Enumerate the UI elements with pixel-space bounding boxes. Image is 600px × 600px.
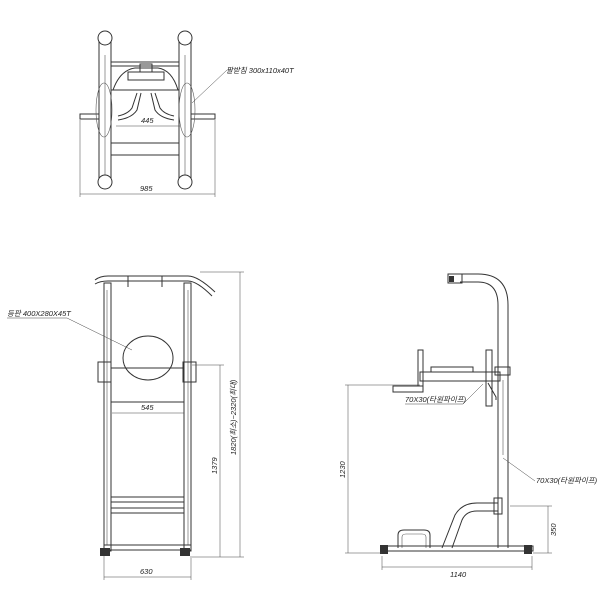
- left-armrest-pad: [95, 82, 113, 138]
- dim-630: 630: [140, 567, 153, 576]
- right-grip: [154, 92, 175, 117]
- top-hook: [447, 273, 463, 284]
- drawing-line: [451, 510, 498, 549]
- armrest-label: 팔받침 300x110x40T: [226, 66, 295, 75]
- step: [110, 142, 180, 156]
- right-foot: [180, 548, 190, 556]
- drawing-line: [493, 497, 503, 515]
- side-view: 1230 1140 350 70X30(타원파이프) 70X30(타원파이프): [338, 273, 598, 579]
- drawing-line: [150, 92, 175, 121]
- left-handle: [79, 113, 100, 120]
- drawing-line: [401, 533, 427, 548]
- front-view: 545 630 1379 1820(최소)~2320(최대) 등판 400X28…: [7, 271, 244, 580]
- floor-handle: [397, 529, 431, 548]
- upper-pipe-label: 70X30(타원파이프): [405, 395, 467, 404]
- drawing-line: [94, 280, 213, 297]
- top-view: 445 985 팔받침 300x110x40T: [79, 30, 295, 197]
- top-right-cap: [177, 30, 193, 46]
- lower-pipe-label: 70X30(타원파이프): [536, 476, 598, 485]
- drawing-line: [487, 382, 497, 400]
- drawing-line: [417, 349, 424, 387]
- lower-brace: [441, 502, 498, 549]
- left-foot: [100, 548, 110, 556]
- drawing-line: [392, 385, 424, 393]
- right-upright: [183, 282, 192, 552]
- dim-445: 445: [141, 116, 154, 125]
- dim-1230: 1230: [338, 460, 347, 478]
- drawing-line: [449, 276, 454, 282]
- back-pad: [122, 335, 174, 381]
- drawing-line: [494, 366, 511, 376]
- bottom-left-cap: [97, 174, 113, 190]
- dim-985: 985: [140, 184, 153, 193]
- drawing-line: [103, 544, 192, 551]
- top-left-cap: [97, 30, 113, 46]
- dim-1820-2320: 1820(최소)~2320(최대): [229, 379, 238, 455]
- dim-350: 350: [549, 523, 558, 536]
- backpad-label: 등판 400X280X45T: [7, 309, 72, 318]
- base-bar: [382, 545, 534, 552]
- left-upright: [103, 282, 112, 552]
- drawing-line: [139, 63, 153, 73]
- pullup-bar-curve: [112, 67, 179, 91]
- left-grip: [117, 92, 138, 117]
- back-pad-side: [485, 349, 493, 407]
- drawing-line: [117, 92, 142, 121]
- right-armrest-pad: [178, 82, 196, 138]
- right-armrest: [182, 361, 197, 383]
- backrest-top: [127, 71, 165, 81]
- backpad-leader: [66, 317, 133, 351]
- armrest-pad: [430, 366, 474, 373]
- dim-1140: 1140: [450, 570, 467, 579]
- step-lower: [110, 507, 185, 514]
- armrest-arm: [419, 371, 501, 382]
- step-upper: [110, 496, 185, 503]
- upright-arch-outer: [460, 273, 509, 548]
- pullup-bar: [94, 275, 216, 293]
- dim-1379: 1379: [210, 456, 219, 474]
- lower-pipe-leader: [502, 457, 536, 482]
- left-armrest: [97, 361, 112, 383]
- upright-arch-inner: [460, 281, 499, 548]
- base-foot-left: [380, 545, 388, 554]
- bottom-right-cap: [177, 174, 193, 190]
- dim-545: 545: [141, 403, 154, 412]
- base-foot-right: [524, 545, 532, 554]
- armrest-leader: [191, 69, 228, 104]
- upper-pipe-leader: [462, 383, 484, 405]
- right-handle: [190, 113, 216, 120]
